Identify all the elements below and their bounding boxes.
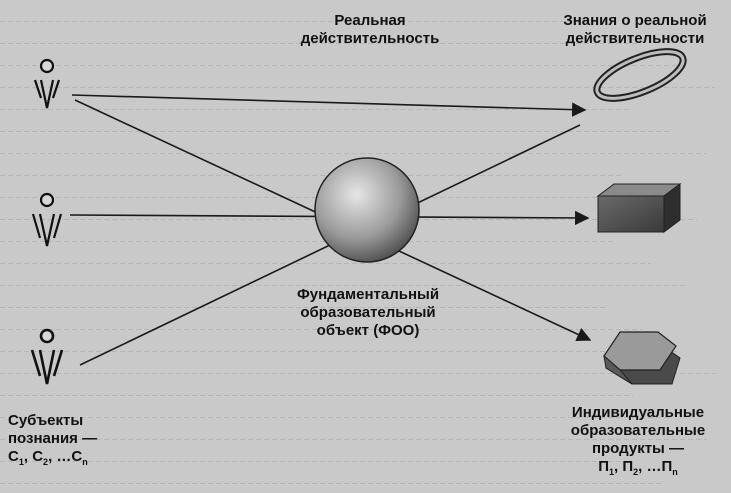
texture-line xyxy=(0,307,605,308)
knowledge-label-line: Знания о реальной xyxy=(563,12,707,29)
products-label-line: продукты — xyxy=(591,440,685,457)
texture-line xyxy=(0,241,614,242)
knowledge-label: Знания о реальной действительности xyxy=(540,12,730,48)
product-hexagon-shape xyxy=(603,331,681,385)
person-icon xyxy=(31,192,63,247)
texture-line xyxy=(0,373,716,374)
reality-label: Реальная действительность xyxy=(270,12,470,48)
texture-line xyxy=(0,65,678,66)
foo-label-line: Фундаментальный xyxy=(296,286,440,303)
connector-line xyxy=(71,94,587,117)
texture-line xyxy=(0,329,642,330)
texture-line xyxy=(0,395,633,396)
products-label-line: образовательные xyxy=(570,422,706,439)
foo-label: Фундаментальный образовательный объект (… xyxy=(268,286,468,340)
texture-line xyxy=(0,285,688,286)
subjects-label-line: Субъекты xyxy=(8,412,84,429)
texture-line xyxy=(0,417,670,418)
texture-line xyxy=(0,351,679,352)
texture-line xyxy=(0,21,604,22)
texture-line xyxy=(0,461,624,462)
texture-line xyxy=(0,43,641,44)
products-label-line: Индивидуальные xyxy=(571,404,705,421)
knowledge-box-shape xyxy=(596,183,682,233)
subjects-label: Субъекты познания — С1, С2, …Сn xyxy=(8,412,168,471)
foo-label-line: объект (ФОО) xyxy=(316,322,420,339)
texture-line xyxy=(0,483,661,484)
person-icon xyxy=(30,328,64,385)
reality-label-line: действительность xyxy=(300,30,440,47)
subjects-label-line: познания — xyxy=(8,430,98,447)
subjects-sequence: С1, С2, …Сn xyxy=(8,448,88,467)
texture-line xyxy=(0,175,623,176)
knowledge-ring-shape xyxy=(593,48,687,102)
texture-line xyxy=(0,153,706,154)
reality-label-line: Реальная xyxy=(334,12,406,29)
products-label: Индивидуальные образовательные продукты … xyxy=(548,404,728,481)
texture-line xyxy=(0,87,715,88)
texture-line xyxy=(0,439,707,440)
foo-sphere xyxy=(314,157,420,263)
person-icon xyxy=(33,58,61,109)
texture-line xyxy=(0,109,632,110)
texture-line xyxy=(0,131,669,132)
texture-line xyxy=(0,263,651,264)
knowledge-label-line: действительности xyxy=(565,30,705,47)
products-sequence: П1, П2, …Пn xyxy=(598,458,678,477)
foo-label-line: образовательный xyxy=(300,304,436,321)
